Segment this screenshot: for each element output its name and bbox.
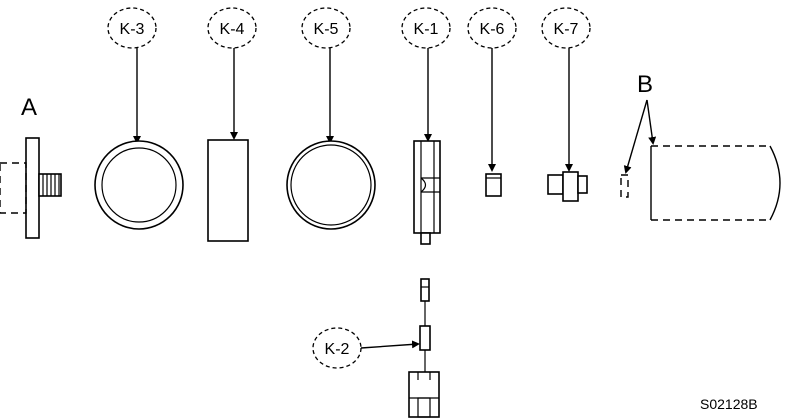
part-b-housing [620,145,781,221]
callout-k6: K-6 [467,7,517,49]
leader-b-to-housing [646,99,657,145]
callout-k2-label: K-2 [325,341,350,358]
callout-k4: K-4 [207,7,257,49]
drawing-code: S02128B [700,396,758,412]
label-b: B [637,71,653,98]
part-k1-spool [413,140,441,245]
part-k7-screw [547,171,588,202]
callout-k4-label: K-4 [220,21,245,38]
part-k4-sleeve [207,139,249,242]
leader-b-to-part [623,99,648,174]
callout-k7: K-7 [541,7,591,49]
callout-k3-label: K-3 [120,21,145,38]
callout-k5-label: K-5 [314,21,339,38]
part-k3-ring [94,140,184,230]
callout-k1: K-1 [401,7,451,49]
part-k2-pin-assembly [408,278,440,418]
leader-k2 [360,340,420,349]
leader-arrows [133,48,657,349]
callout-k7-label: K-7 [554,21,579,38]
part-a-fitting [0,137,62,239]
callout-k1-label: K-1 [414,21,439,38]
callout-k6-label: K-6 [480,21,505,38]
label-a: A [21,94,37,121]
part-k6-plug [485,173,502,197]
callout-k3: K-3 [107,7,157,49]
callout-k5: K-5 [301,7,351,49]
part-k5-seal [286,140,376,230]
callout-k2: K-2 [312,327,362,369]
